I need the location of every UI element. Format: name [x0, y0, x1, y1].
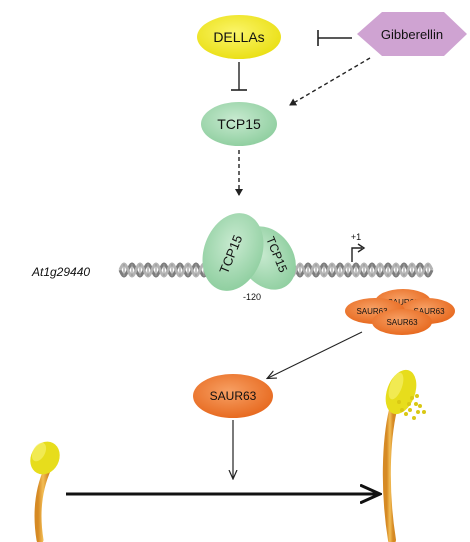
gibberellin-label: Gibberellin	[381, 27, 443, 42]
pollen-grains	[397, 394, 426, 420]
elongated-stamen	[382, 369, 426, 542]
tcp15-node: TCP15	[201, 102, 277, 146]
saur63-node: SAUR63	[193, 374, 273, 418]
gibberellin-node: Gibberellin	[357, 12, 467, 56]
pollen-grain	[410, 396, 414, 400]
inhibition-gibberellin-dellas	[317, 30, 352, 46]
saur63-cluster-label-1: SAUR63	[387, 298, 419, 307]
short-anther	[30, 441, 60, 475]
saur63-cluster-label-2: SAUR63	[356, 307, 388, 316]
tcp15-front-lobe	[202, 213, 264, 291]
tss-label: +1	[351, 232, 361, 242]
binding-position-label: -120	[243, 292, 261, 302]
saur63-cluster-label-4: SAUR63	[386, 318, 418, 327]
pollen-grain	[418, 404, 422, 408]
tss-marker	[351, 243, 366, 262]
gene-name: At1g29440	[31, 265, 90, 279]
long-filament	[382, 406, 397, 542]
short-filament	[34, 464, 52, 542]
pollen-grain	[416, 410, 420, 414]
pollen-grain	[400, 408, 404, 412]
tcp15-label: TCP15	[217, 116, 261, 132]
pollen-grain	[422, 410, 426, 414]
pollen-grain	[412, 416, 416, 420]
saur63-cluster: SAUR63 SAUR63 SAUR63 SAUR63	[345, 289, 455, 335]
pollen-grain	[415, 394, 419, 398]
pollen-grain	[397, 400, 401, 404]
tcp15-dimer: TCP15 TCP15	[202, 213, 296, 291]
arrow-gibberellin-tcp15	[289, 57, 371, 106]
dellas-label: DELLAs	[213, 29, 264, 45]
pollen-grain	[404, 412, 408, 416]
dellas-node: DELLAs	[197, 15, 281, 59]
pollen-grain	[407, 402, 411, 406]
short-stamen	[30, 441, 60, 542]
saur63-label: SAUR63	[210, 389, 257, 403]
inhibition-dellas-tcp15	[231, 62, 247, 91]
saur63-cluster-label-3: SAUR63	[413, 307, 445, 316]
pollen-grain	[414, 402, 418, 406]
pollen-grain	[408, 408, 412, 412]
arrow-cluster-saur63	[268, 331, 363, 378]
